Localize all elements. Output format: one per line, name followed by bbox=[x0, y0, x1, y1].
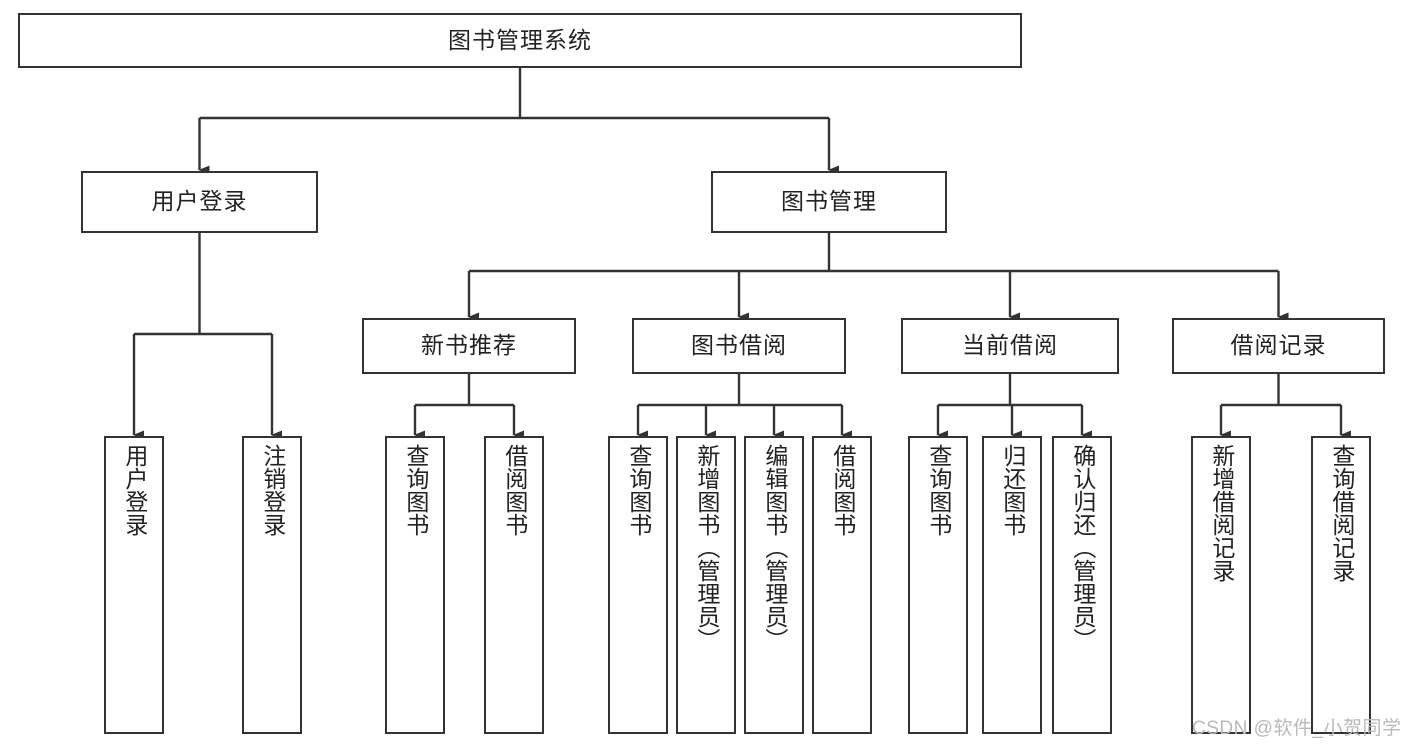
node-label: 当前借阅 bbox=[962, 332, 1058, 359]
node-label: 查询图书 bbox=[625, 444, 652, 536]
node-label: 注销登录 bbox=[259, 444, 286, 536]
node-label: 图书管理系统 bbox=[448, 26, 592, 53]
node-borrow-record[interactable]: 借阅记录 bbox=[1172, 318, 1385, 374]
node-book-borrow[interactable]: 图书借阅 bbox=[632, 318, 846, 374]
node-label: 查询借阅记录 bbox=[1328, 444, 1355, 582]
node-leaf-query-record[interactable]: 查询借阅记录 bbox=[1311, 436, 1371, 734]
node-user-login[interactable]: 用户登录 bbox=[81, 171, 318, 233]
node-label: 借阅图书 bbox=[829, 444, 856, 536]
node-current-borrow[interactable]: 当前借阅 bbox=[901, 318, 1119, 374]
node-label: 查询图书 bbox=[402, 444, 429, 536]
node-label: 图书管理 bbox=[781, 188, 877, 215]
watermark-text: CSDN @软件_小贺同学 bbox=[1192, 718, 1402, 739]
node-label: 查询图书 bbox=[925, 444, 952, 536]
node-leaf-confirm-return[interactable]: 确认归还（管理员） bbox=[1052, 436, 1112, 734]
node-label: 新增图书（管理员） bbox=[693, 444, 720, 651]
node-leaf-user-login[interactable]: 用户登录 bbox=[104, 436, 164, 734]
node-leaf-query-book-1[interactable]: 查询图书 bbox=[385, 436, 445, 734]
node-label: 归还图书 bbox=[999, 444, 1026, 536]
node-label: 图书借阅 bbox=[691, 332, 787, 359]
node-leaf-borrow-book-2[interactable]: 借阅图书 bbox=[812, 436, 872, 734]
node-label: 用户登录 bbox=[121, 444, 148, 536]
node-leaf-add-record[interactable]: 新增借阅记录 bbox=[1191, 436, 1251, 734]
node-label: 新书推荐 bbox=[421, 332, 517, 359]
node-leaf-query-book-3[interactable]: 查询图书 bbox=[908, 436, 968, 734]
node-leaf-query-book-2[interactable]: 查询图书 bbox=[608, 436, 668, 734]
node-label: 用户登录 bbox=[151, 188, 248, 215]
node-book-manage[interactable]: 图书管理 bbox=[711, 171, 947, 233]
node-label: 确认归还（管理员） bbox=[1069, 444, 1096, 651]
node-leaf-add-book[interactable]: 新增图书（管理员） bbox=[676, 436, 736, 734]
node-leaf-edit-book[interactable]: 编辑图书（管理员） bbox=[744, 436, 804, 734]
node-label: 借阅记录 bbox=[1230, 332, 1327, 359]
node-leaf-return-book[interactable]: 归还图书 bbox=[982, 436, 1042, 734]
node-leaf-logout[interactable]: 注销登录 bbox=[242, 436, 302, 734]
node-root[interactable]: 图书管理系统 bbox=[18, 13, 1022, 68]
node-label: 编辑图书（管理员） bbox=[761, 444, 788, 651]
node-leaf-borrow-book-1[interactable]: 借阅图书 bbox=[484, 436, 544, 734]
node-label: 新增借阅记录 bbox=[1208, 444, 1235, 582]
node-new-book-rec[interactable]: 新书推荐 bbox=[362, 318, 576, 374]
node-label: 借阅图书 bbox=[501, 444, 528, 536]
